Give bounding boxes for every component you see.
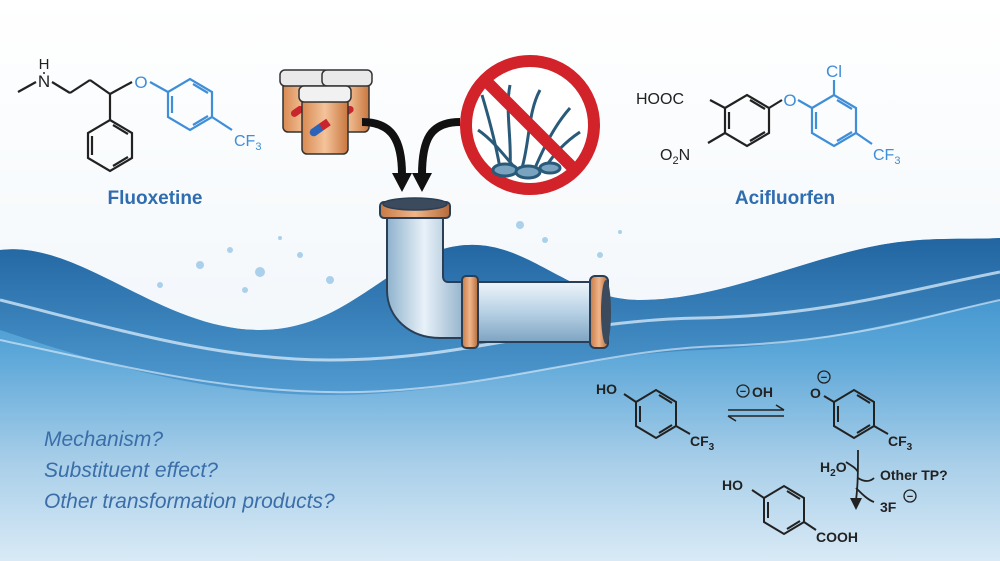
phenolate-minus: − [821,372,827,384]
reaction-scheme: HO CF3 − OH − O CF3 [596,370,948,545]
phenol-cf3-label: CF3 [690,433,715,453]
product-ho-label: HO [722,477,743,493]
fluoxetine-name: Fluoxetine [107,188,202,209]
acifluorfen-name: Acifluorfen [735,188,835,209]
no-weeds-icon [460,55,600,195]
acifluorfen-structure [707,93,783,148]
arrow-head-right [412,173,432,192]
product-cooh-label: COOH [816,529,858,545]
drain-pipe [379,197,611,349]
phenol-ho-label: HO [596,381,617,397]
question-substituent: Substituent effect? [44,459,218,482]
phenolate-cf3-label: CF3 [888,433,913,453]
other-tp-label: Other TP? [880,467,948,483]
acifluorfen-blue-ring [797,80,873,148]
water-splash [157,221,622,293]
product-ring [751,484,817,536]
hydroxide-charge-icon [736,384,750,398]
acifluorfen-cf3-label: CF3 [873,147,900,167]
question-other-tp: Other transformation products? [44,490,335,513]
hydroxide-minus: − [740,386,746,398]
fluoride-label: 3F [880,499,897,515]
water-highlight-2 [0,299,1000,394]
acifluorfen-o-label: O [783,91,796,110]
fluoride-charge-icon [903,489,917,503]
water-label: H2O [820,459,847,479]
phenolate-o-label: O [810,385,821,401]
pill-bottles-icon [279,69,373,155]
acifluorfen-cl-label: Cl [826,62,842,81]
arrow-head-left [392,173,412,192]
acifluorfen-no2-label: O2N [660,147,690,167]
equilibrium-arrows [727,404,785,422]
fluoxetine-structure [17,79,134,173]
fluoxetine-blue-ring [149,77,233,132]
inflow-arrows [361,118,461,176]
acifluorfen-hooc-label: HOOC [636,91,684,108]
hydrolysis-arrow [845,449,875,503]
phenolate-charge-icon [817,370,831,384]
hydrolysis-arrow-head [850,498,862,510]
question-mechanism: Mechanism? [44,428,163,451]
hydroxide-label: OH [752,384,773,400]
phenol-ring [623,388,691,440]
fluoxetine-h-label: H [39,56,50,73]
fluoxetine-cf3-label: CF3 [234,133,261,153]
phenolate-ring [823,388,889,440]
research-questions: Mechanism? Substituent effect? Other tra… [44,428,335,513]
fluoxetine-o-label: O [134,73,147,92]
fluoride-minus: − [907,491,913,503]
fluoxetine-n-label: N [38,72,50,91]
